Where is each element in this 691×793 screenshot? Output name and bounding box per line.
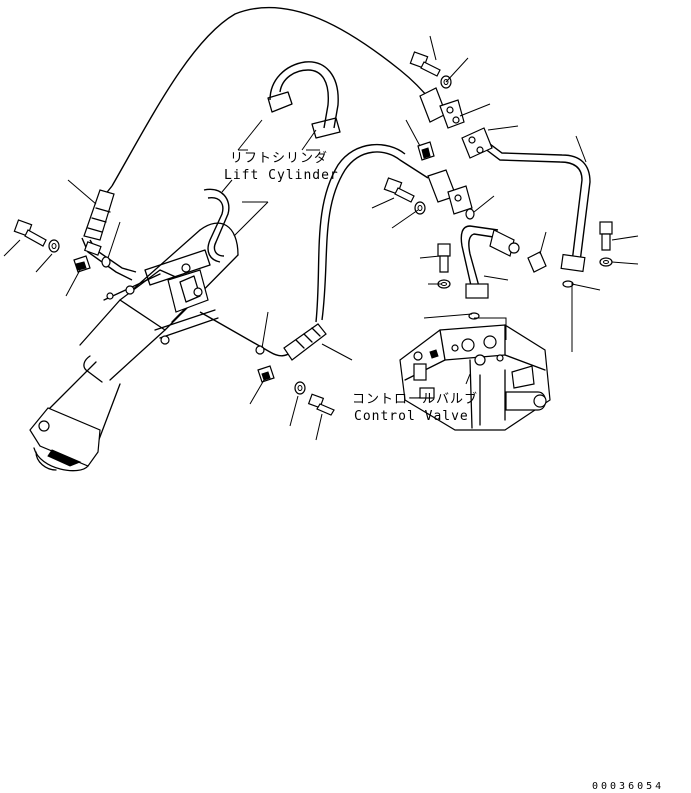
middle-hose	[315, 143, 429, 323]
loop-hose	[267, 61, 341, 139]
washer-mid	[414, 201, 426, 215]
connector-top	[417, 141, 435, 161]
bolt-right	[599, 221, 613, 251]
bolt-lower	[307, 393, 335, 416]
bolt-mid	[383, 177, 415, 203]
right-steel-tube	[479, 137, 591, 273]
lift-cylinder	[29, 222, 239, 472]
washer-left	[48, 239, 60, 253]
lower-steel-tube	[460, 225, 501, 299]
bolt-left	[13, 219, 47, 247]
connector-lower	[257, 365, 275, 383]
tube-elbow-fitting	[489, 229, 547, 273]
label-control-valve-jp: コントロールバルブ	[352, 391, 478, 407]
oring-mid	[465, 208, 475, 220]
connector-left	[73, 255, 91, 273]
cylinder-hose-fitting-left	[81, 189, 137, 281]
washer-lower	[294, 381, 306, 395]
valve-connection-line-2	[474, 317, 507, 340]
flange-top	[419, 87, 465, 129]
lower-hose-fitting	[199, 311, 327, 361]
leader-lines	[3, 35, 639, 441]
flange-mid	[427, 169, 473, 215]
washer-right	[599, 257, 613, 267]
label-lift-cylinder-jp: リフトシリンダ	[230, 151, 328, 166]
label-control-valve-en: Control Valve	[354, 409, 469, 424]
cylinder-s-tube	[203, 188, 230, 263]
control-valve	[399, 324, 551, 431]
flange-tube-top	[461, 127, 493, 159]
bolt-top	[409, 51, 441, 77]
drawing-code: 00036054	[592, 781, 664, 792]
oring-left	[101, 256, 111, 268]
label-lift-cylinder-en: Lift Cylinder	[224, 168, 339, 183]
bolt-valve	[437, 243, 451, 273]
